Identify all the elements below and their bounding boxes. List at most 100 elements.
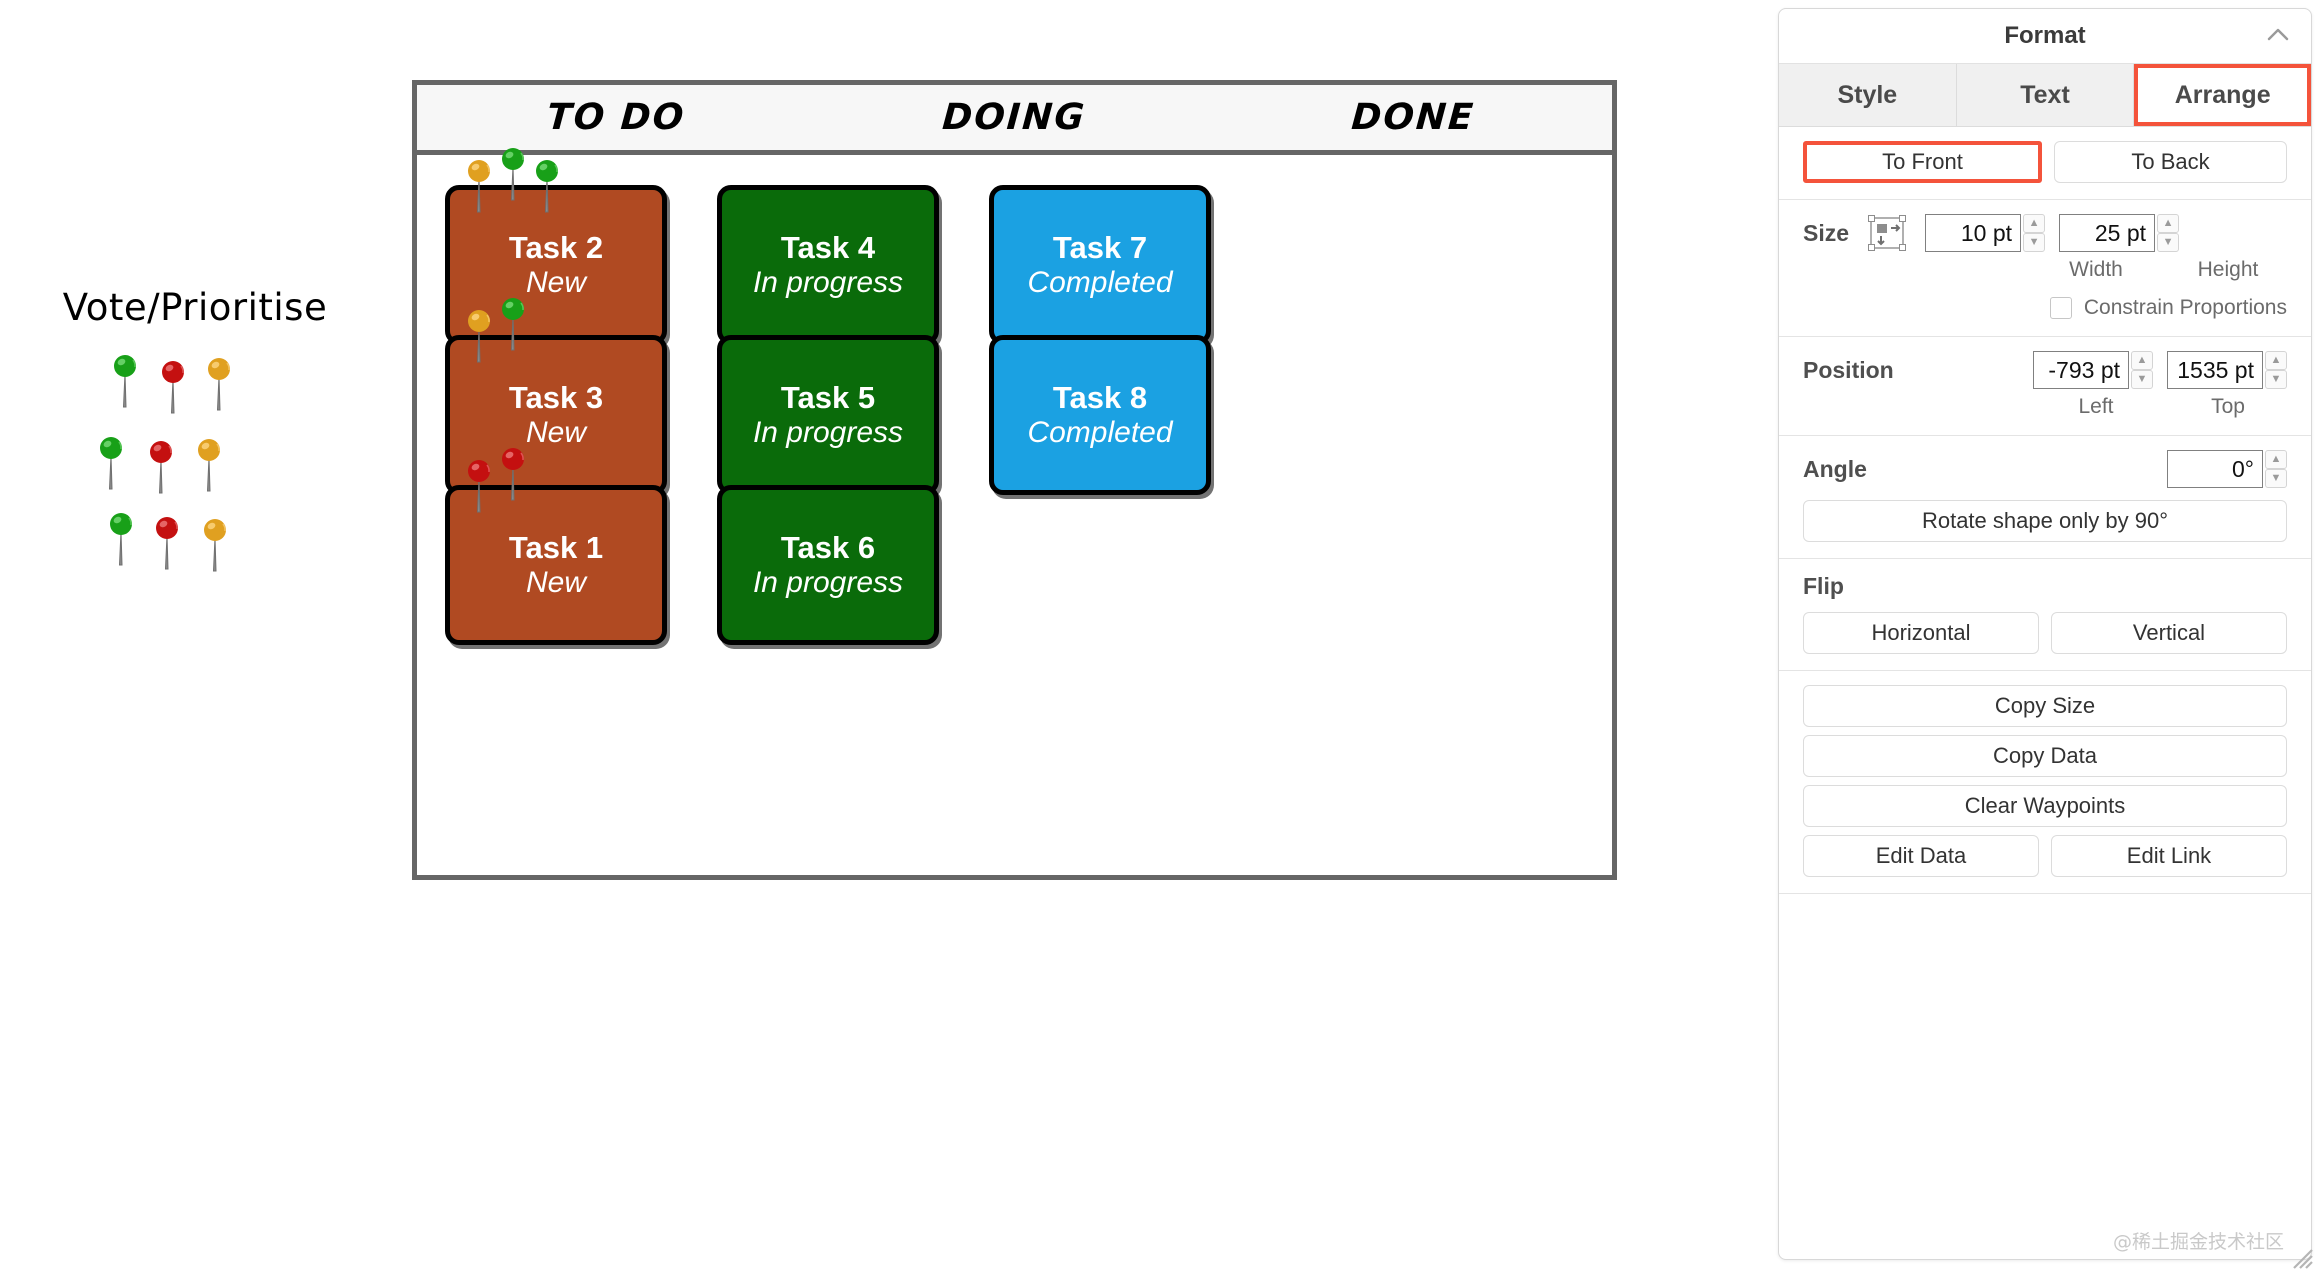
card-status: Completed <box>1027 265 1173 299</box>
flip-section: Flip Horizontal Vertical <box>1779 559 2311 671</box>
position-top-caption: Top <box>2211 395 2245 418</box>
card-title: Task 3 <box>508 379 604 415</box>
card-title: Task 7 <box>1052 229 1148 265</box>
height-input[interactable]: 25 pt <box>2059 214 2156 252</box>
legend-pin-grid <box>84 355 274 593</box>
height-stepper[interactable]: ▲▼ <box>2157 214 2180 252</box>
pushpin-red-icon[interactable] <box>464 458 494 514</box>
legend-title: Vote/Prioritise <box>62 286 328 329</box>
order-section: To Front To Back <box>1779 127 2311 200</box>
legend-pin-row <box>84 513 274 593</box>
pushpin-orange-icon[interactable] <box>194 437 224 493</box>
constrain-proportions-checkbox[interactable] <box>2049 297 2072 319</box>
flip-label: Flip <box>1803 573 1844 599</box>
tab-style[interactable]: Style <box>1779 64 1957 126</box>
chevron-up-icon[interactable] <box>2267 27 2289 41</box>
position-top-input[interactable]: 1535 pt <box>2167 351 2263 389</box>
pushpin-orange-icon[interactable] <box>464 308 494 364</box>
pushpin-red-icon[interactable] <box>146 439 176 495</box>
pushpin-green-icon[interactable] <box>532 158 562 214</box>
to-front-button[interactable]: To Front <box>1803 141 2042 183</box>
to-back-button[interactable]: To Back <box>2054 141 2287 183</box>
card-status: In progress <box>752 265 904 299</box>
tab-arrange[interactable]: Arrange <box>2134 64 2312 126</box>
clear-waypoints-button[interactable]: Clear Waypoints <box>1803 785 2287 827</box>
width-caption: Width <box>2069 258 2123 281</box>
pushpin-red-icon[interactable] <box>158 359 188 415</box>
card-status: New <box>525 265 586 299</box>
pushpin-green-icon[interactable] <box>498 146 528 202</box>
angle-label: Angle <box>1803 455 1867 482</box>
position-left-stepper[interactable]: ▲▼ <box>2131 351 2153 389</box>
pushpin-green-icon[interactable] <box>498 296 528 352</box>
position-label: Position <box>1803 356 1894 383</box>
flip-horizontal-button[interactable]: Horizontal <box>1803 612 2039 654</box>
pushpin-green-icon[interactable] <box>106 511 136 567</box>
height-caption: Height <box>2197 258 2259 281</box>
legend-pin-row <box>84 437 274 515</box>
vote-prioritise-legend: Vote/Prioritise <box>40 286 350 593</box>
copy-size-button[interactable]: Copy Size <box>1803 685 2287 727</box>
position-top-stepper[interactable]: ▲▼ <box>2265 351 2287 389</box>
watermark: @稀土掘金技术社区 <box>2112 1231 2284 1253</box>
pushpin-orange-icon[interactable] <box>200 517 230 573</box>
pushpin-red-icon[interactable] <box>152 515 182 571</box>
angle-section: Angle 0° ▲▼ Rotate shape only by 90° <box>1779 436 2311 559</box>
card-status: New <box>525 415 586 449</box>
position-left-caption: Left <box>2078 395 2114 418</box>
size-section: Size 10 pt ▲▼ 25 pt ▲▼ Width Hei <box>1779 200 2311 337</box>
angle-stepper[interactable]: ▲▼ <box>2265 450 2287 488</box>
card-vote-pins <box>464 296 532 364</box>
pushpin-red-icon[interactable] <box>498 446 528 502</box>
position-left-input[interactable]: -793 pt <box>2033 351 2129 389</box>
card-title: Task 2 <box>508 229 604 265</box>
pushpin-orange-icon[interactable] <box>464 158 494 214</box>
constrain-proportions-label: Constrain Proportions <box>2083 296 2287 319</box>
angle-input[interactable]: 0° <box>2167 450 2263 488</box>
card-title: Task 8 <box>1052 379 1148 415</box>
pushpin-orange-icon[interactable] <box>204 356 234 412</box>
card-status: In progress <box>752 565 904 599</box>
edit-data-button[interactable]: Edit Data <box>1803 835 2039 877</box>
flip-vertical-button[interactable]: Vertical <box>2051 612 2287 654</box>
rotate-90-button[interactable]: Rotate shape only by 90° <box>1803 500 2287 542</box>
size-label: Size <box>1803 219 1850 246</box>
pushpin-green-icon[interactable] <box>110 353 140 409</box>
card-title: Task 5 <box>780 379 876 415</box>
width-stepper[interactable]: ▲▼ <box>2023 214 2046 252</box>
card-title: Task 4 <box>780 229 876 265</box>
edit-link-button[interactable]: Edit Link <box>2051 835 2287 877</box>
panel-title-label: Format <box>2004 22 2086 49</box>
position-section: Position -793 pt ▲▼ 1535 pt ▲▼ Left Top <box>1779 337 2311 436</box>
legend-pin-row <box>84 355 274 437</box>
card-status: In progress <box>752 415 904 449</box>
card-title: Task 1 <box>508 529 604 565</box>
autosize-icon[interactable] <box>1867 215 1907 251</box>
panel-title-bar: Format <box>1779 9 2311 63</box>
copy-data-button[interactable]: Copy Data <box>1803 735 2287 777</box>
tab-text[interactable]: Text <box>1957 64 2135 126</box>
card-vote-pins <box>464 146 566 214</box>
width-input[interactable]: 10 pt <box>1925 214 2022 252</box>
resize-handle-icon[interactable] <box>2288 1244 2314 1270</box>
pushpin-green-icon[interactable] <box>96 435 126 491</box>
column-header-to-do: TO DO <box>545 97 687 138</box>
card-status: Completed <box>1027 415 1173 449</box>
card-vote-pins <box>464 446 532 514</box>
card-status: New <box>525 565 586 599</box>
